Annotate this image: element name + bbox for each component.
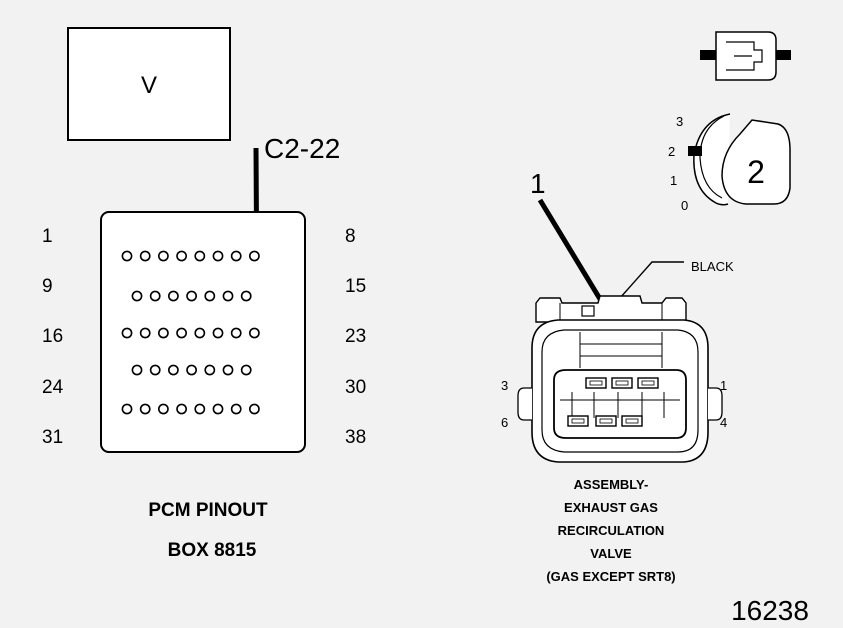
pcm-pin (167, 364, 179, 376)
egr-caption-line: ASSEMBLY- (574, 477, 649, 492)
figure-id: 16238 (731, 595, 809, 626)
row-label-left: 16 (42, 326, 63, 347)
pcm-pin (204, 290, 216, 302)
row-label-right: 23 (345, 326, 366, 347)
pcm-pin (157, 327, 169, 339)
pcm-pin (176, 403, 187, 415)
pcm-pin (222, 290, 234, 302)
pcm-pin (157, 250, 169, 262)
pcm-pin (194, 250, 206, 262)
pcm-pin (157, 403, 169, 415)
egr-callout-number: 1 (530, 168, 546, 199)
pcm-pin (131, 364, 143, 376)
row-label-right: 8 (345, 226, 356, 247)
pcm-pin (186, 364, 197, 376)
pcm-pin (167, 290, 179, 302)
egr-pin-label: 1 (720, 378, 727, 393)
ignition-current-position: 2 (747, 154, 765, 190)
pcm-pin (176, 327, 187, 339)
pcm-pin (248, 250, 260, 262)
row-label-left: 9 (42, 276, 53, 297)
pcm-pin (212, 250, 224, 262)
row-label-left: 24 (42, 377, 64, 398)
probe-pin-callout: C2-22 (264, 133, 340, 164)
pcm-pin (149, 290, 161, 302)
pcm-pin (240, 290, 252, 302)
row-label-right: 15 (345, 276, 366, 297)
pcm-pin (121, 327, 133, 339)
pcm-pin (186, 290, 197, 302)
pcm-pin (248, 403, 260, 415)
egr-caption-line: EXHAUST GAS (564, 500, 658, 515)
ignition-switch: 3 2 1 0 2 (668, 113, 791, 213)
egr-pin-label: 6 (501, 415, 508, 430)
pcm-pin (230, 327, 242, 339)
pcm-pin (149, 364, 161, 376)
pcm-pin (212, 403, 224, 415)
row-label-right: 30 (345, 377, 366, 398)
meter-mode-label: V (141, 72, 157, 99)
pcm-box-subtitle: BOX 8815 (168, 540, 257, 561)
pcm-pin (240, 364, 252, 376)
row-label-right: 38 (345, 427, 366, 448)
row-label-left: 31 (42, 427, 63, 448)
pcm-pin (248, 327, 260, 339)
pcm-pin (176, 250, 187, 262)
pcm-pin (230, 250, 242, 262)
pcm-pin (212, 327, 224, 339)
egr-color-label: BLACK (691, 259, 734, 274)
pcm-pin-grid (121, 250, 260, 415)
pcm-pin (139, 327, 151, 339)
ignition-position-label: 3 (676, 114, 683, 129)
pcm-pin (230, 403, 242, 415)
pcm-pin (194, 327, 206, 339)
voltmeter: V (67, 27, 231, 141)
pcm-pin (131, 290, 143, 302)
pcm-pin (139, 250, 151, 262)
ignition-position-label: 0 (681, 198, 688, 213)
pcm-pin (204, 364, 216, 376)
egr-caption-line: VALVE (590, 546, 632, 561)
row-label-left: 1 (42, 226, 53, 247)
connector-half-icon (700, 31, 791, 81)
pcm-pin (121, 250, 133, 262)
egr-pin-label: 4 (720, 415, 727, 430)
pcm-pin (121, 403, 133, 415)
ignition-position-label: 2 (668, 144, 675, 159)
egr-connector: BLACK (501, 259, 734, 584)
egr-pin-label: 3 (501, 378, 508, 393)
pcm-connector: 1 9 16 24 31 8 15 23 30 38 PCM PINOUT BO… (42, 211, 366, 561)
egr-caption-line: (GAS EXCEPT SRT8) (546, 569, 675, 584)
pcm-pin (222, 364, 234, 376)
ignition-position-label: 1 (670, 173, 677, 188)
pcm-pin (194, 403, 206, 415)
pcm-pinout-title: PCM PINOUT (148, 500, 268, 521)
egr-caption-line: RECIRCULATION (558, 523, 665, 538)
pcm-pin (139, 403, 151, 415)
